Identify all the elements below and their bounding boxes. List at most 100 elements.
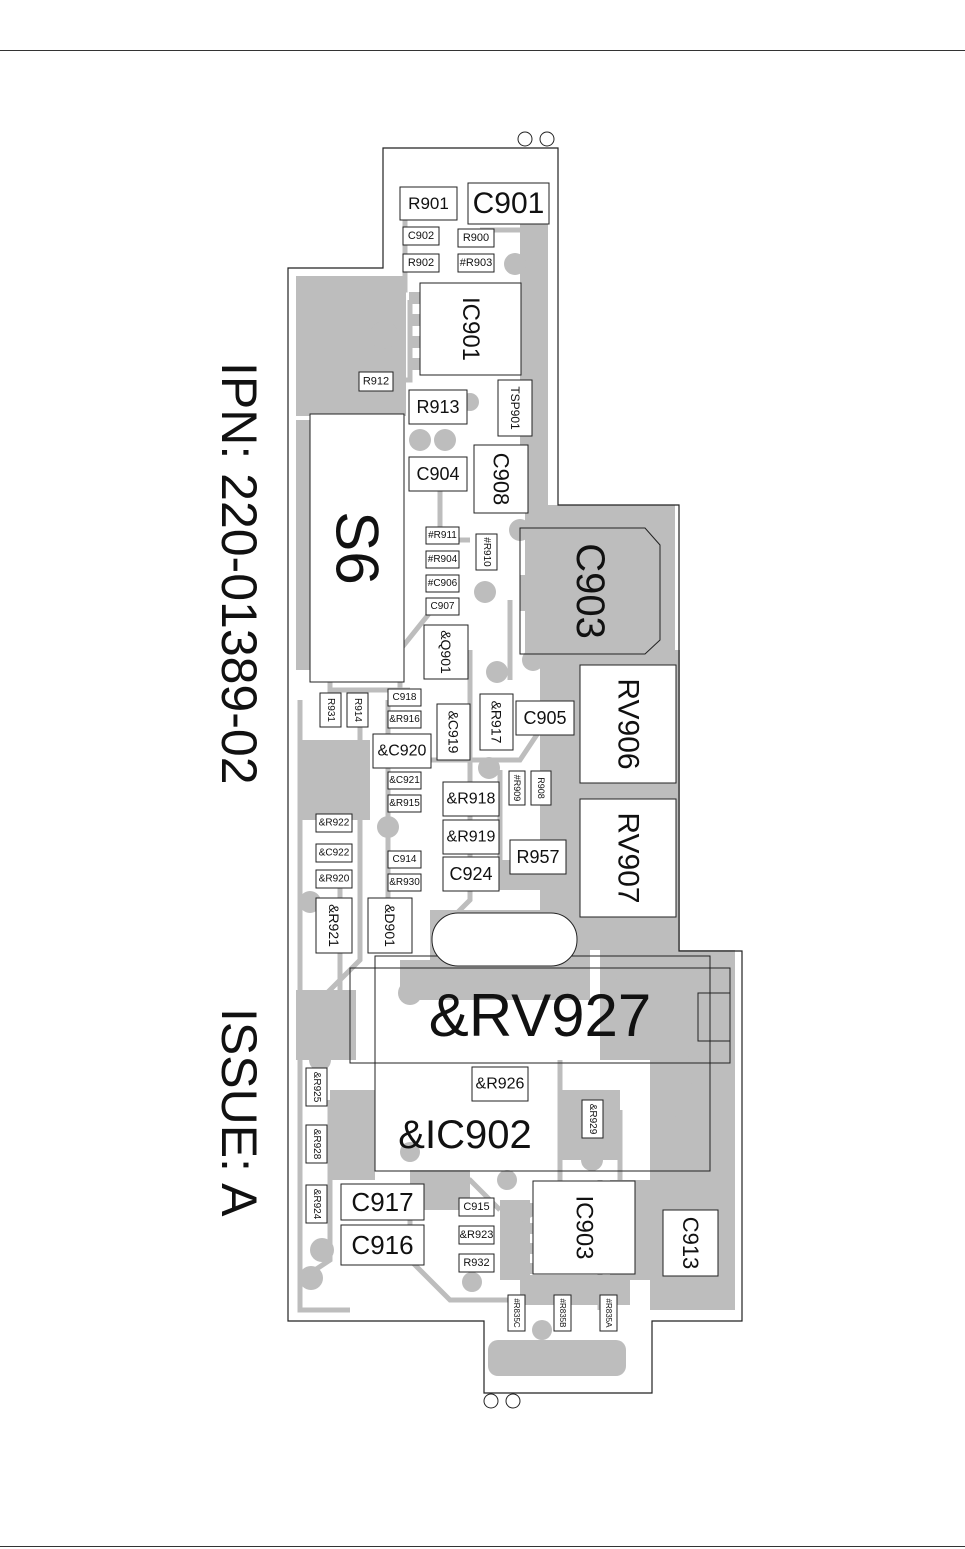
component-label: &C921: [389, 775, 420, 786]
component-c907: C907: [425, 597, 460, 616]
component-label: #R909: [512, 775, 522, 802]
component-outline: [581, 1099, 604, 1139]
component-label: &R923: [460, 1229, 494, 1241]
component-outline: [423, 624, 469, 680]
component-r922: &R922: [315, 813, 353, 833]
component-outline: [305, 1184, 328, 1224]
component-rv906: RV906: [579, 664, 677, 784]
component-r925: &R925: [305, 1067, 328, 1107]
component-label: &R926: [476, 1076, 525, 1093]
component-outline: [408, 456, 468, 492]
component-outline: [458, 1253, 495, 1273]
component-c917: C917: [340, 1183, 425, 1221]
component-c922: &C922: [315, 843, 353, 863]
component-outline: [340, 1224, 425, 1266]
component-label: #R835A: [604, 1299, 613, 1329]
component-label: &R919: [447, 829, 496, 846]
component-r911: #R911: [425, 526, 460, 545]
component-outline: [315, 869, 353, 889]
component-label: R902: [408, 257, 434, 269]
component-outline: [387, 850, 422, 869]
x901-oval-outline: [431, 912, 578, 967]
component-r929: &R929: [581, 1099, 604, 1139]
component-label: R914: [352, 698, 363, 722]
component-outline: [315, 813, 353, 833]
component-r914: R914: [346, 692, 369, 728]
component-label: C901: [473, 187, 545, 220]
c903-body-outline: [519, 527, 661, 655]
component-r957: R957: [509, 839, 567, 875]
component-label: &R925: [311, 1072, 322, 1103]
component-outline: [408, 389, 468, 425]
component-outline: [442, 819, 500, 855]
component-r903: #R903: [457, 253, 495, 273]
component-outline: [315, 843, 353, 863]
component-label: TSP901: [508, 386, 522, 430]
component-r924: &R924: [305, 1184, 328, 1224]
component-r931: R931: [319, 692, 342, 728]
component-outline: [425, 597, 460, 616]
component-label: &RV927: [429, 982, 651, 1049]
component-label: &C922: [319, 848, 350, 859]
component-outline: [530, 770, 552, 806]
component-r901: R901: [399, 186, 458, 221]
component-outline: [387, 710, 422, 729]
component-outline: [402, 253, 440, 273]
component-outline: [425, 526, 460, 545]
component-label: R900: [463, 232, 489, 244]
component-outline: [419, 282, 522, 376]
component-c919: &C919: [436, 703, 471, 761]
component-label: C914: [393, 854, 417, 865]
component-d901: &D901: [367, 897, 413, 954]
component-outline: [532, 1180, 636, 1275]
component-label: &R928: [311, 1129, 322, 1160]
component-label: C908: [489, 453, 514, 506]
component-label: &R915: [389, 798, 420, 809]
component-outline: [579, 664, 677, 784]
component-rv927: &RV927: [349, 967, 731, 1064]
component-c908: C908: [473, 444, 529, 514]
component-r917: &R917: [479, 693, 514, 751]
issue-label: ISSUE: A: [211, 1008, 267, 1217]
component-c921: &C921: [387, 771, 422, 790]
component-label: C918: [393, 692, 417, 703]
component-r835b: #R835B: [553, 1294, 572, 1332]
component-label: R913: [416, 397, 459, 417]
component-label: C904: [416, 464, 459, 484]
component-label: C907: [431, 601, 455, 612]
component-c901: C901: [467, 182, 550, 225]
component-outline: [507, 1294, 526, 1332]
ipn-label: IPN: 220-01389-02: [211, 362, 267, 785]
component-outline: [553, 1294, 572, 1332]
component-label: &R917: [489, 701, 505, 744]
component-outline: [508, 770, 526, 806]
top-rule: [0, 50, 965, 51]
component-label: C903: [568, 543, 612, 639]
component-outline: [349, 967, 731, 1064]
component-r915: &R915: [387, 794, 422, 813]
component-outline: [479, 693, 514, 751]
component-label: RV907: [612, 812, 645, 903]
component-outline: [315, 897, 353, 954]
component-label: &IC902: [398, 1113, 531, 1157]
component-c916: C916: [340, 1224, 425, 1266]
component-c924: C924: [442, 856, 500, 892]
component-outline: [473, 444, 529, 514]
component-outline: [662, 1209, 719, 1277]
component-r909: #R909: [508, 770, 526, 806]
component-c905: C905: [515, 700, 575, 736]
component-label: #R903: [460, 257, 492, 269]
component-outline: [305, 1124, 328, 1164]
component-label: R908: [536, 777, 546, 799]
component-outline: [442, 856, 500, 892]
component-label: C905: [523, 708, 566, 728]
component-r835c: #R835C: [507, 1294, 526, 1332]
component-outline: [402, 226, 440, 246]
component-r930: &R930: [387, 873, 422, 892]
component-label: C915: [463, 1201, 489, 1213]
component-r910: #R910: [475, 533, 498, 571]
component-r919: &R919: [442, 819, 500, 855]
component-r921: &R921: [315, 897, 353, 954]
component-label: IC903: [571, 1195, 598, 1259]
